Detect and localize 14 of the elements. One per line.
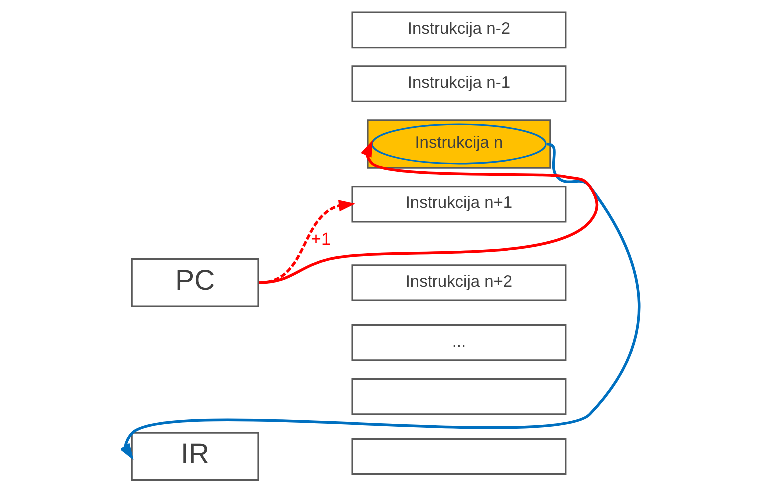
node-box [352, 378, 567, 416]
edge-label: +1 [311, 228, 332, 249]
arrow [259, 140, 599, 284]
arrow [121, 143, 641, 460]
node-box: PC [131, 258, 260, 308]
node-box [352, 438, 567, 476]
node-box: Instrukcija n+1 [352, 186, 567, 223]
node-ellipse: Instrukcija n [372, 124, 547, 165]
node-box: Instrukcija n-2 [352, 12, 567, 49]
node-box: Instrukcija n+2 [352, 264, 567, 302]
node-box: ... [352, 324, 567, 362]
node-box: Instrukcija n-1 [352, 66, 567, 103]
arrow [258, 200, 356, 284]
node-box: IR [131, 432, 260, 482]
